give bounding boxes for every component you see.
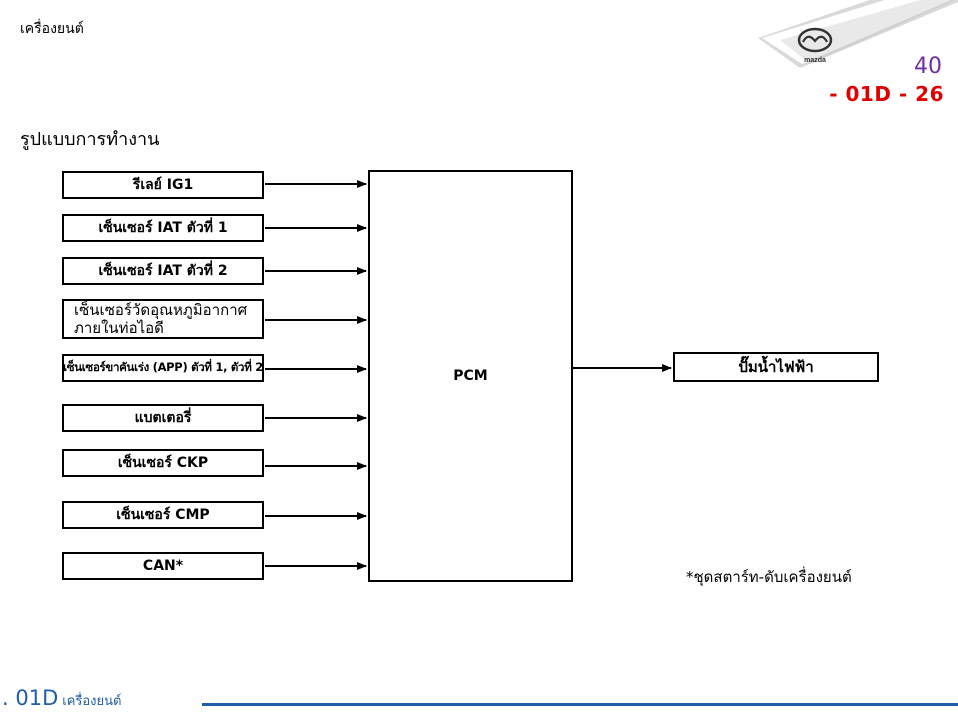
input-label: เซ็นเซอร์ขาคันเร่ง (APP) ตัวที่ 1, ตัวที…: [63, 360, 263, 374]
section-title: รูปแบบการทำงาน: [20, 129, 160, 150]
input-box-ig1-relay: รีเลย์ IG1: [62, 171, 264, 199]
input-box-iat-sensor-1: เซ็นเซอร์ IAT ตัวที่ 1: [62, 214, 264, 242]
input-label: เซ็นเซอร์ CMP: [116, 507, 210, 523]
input-box-cmp-sensor: เซ็นเซอร์ CMP: [62, 501, 264, 529]
pcm-label: PCM: [453, 368, 488, 384]
brand-text: mazda: [804, 57, 826, 64]
input-box-battery: แบตเตอรี่: [62, 404, 264, 432]
footer-label: เครื่องยนต์: [62, 694, 122, 709]
input-label: รีเลย์ IG1: [132, 177, 194, 193]
input-label: CAN*: [142, 558, 184, 574]
input-box-can: CAN*: [62, 552, 264, 580]
input-box-ckp-sensor: เซ็นเซอร์ CKP: [62, 449, 264, 477]
input-box-iat-sensor-2: เซ็นเซอร์ IAT ตัวที่ 2: [62, 257, 264, 285]
input-label: เซ็นเซอร์ IAT ตัวที่ 2: [98, 263, 228, 279]
input-label: เซ็นเซอร์ IAT ตัวที่ 1: [98, 220, 228, 236]
mazda-logo-banner: mazda: [740, 0, 958, 80]
input-label-line1: เซ็นเซอร์วัดอุณหภูมิอากาศ: [74, 301, 248, 319]
input-box-app-sensor: เซ็นเซอร์ขาคันเร่ง (APP) ตัวที่ 1, ตัวที…: [62, 354, 264, 382]
page-number: 40: [914, 54, 942, 79]
header-section-label: เครื่องยนต์: [20, 21, 84, 37]
input-label-line2: ภายในท่อไอดี: [74, 319, 164, 337]
mazda-logo-icon: [797, 27, 833, 53]
input-label: เซ็นเซอร์ CKP: [117, 455, 209, 471]
input-box-intake-air-temp-sensor: เซ็นเซอร์วัดอุณหภูมิอากาศ ภายในท่อไอดี: [62, 299, 264, 339]
footer-code: . 01D: [2, 686, 59, 710]
footer-divider: [202, 703, 958, 706]
output-label: ปั๊มน้ำไฟฟ้า: [738, 358, 814, 376]
page-code: - 01D - 26: [829, 82, 944, 106]
footnote-start-stop: *ชุดสตาร์ท-ดับเครื่องยนต์: [686, 568, 852, 586]
pcm-block: PCM: [368, 170, 573, 582]
input-label: แบตเตอรี่: [134, 410, 192, 426]
output-box-electric-water-pump: ปั๊มน้ำไฟฟ้า: [673, 352, 879, 382]
